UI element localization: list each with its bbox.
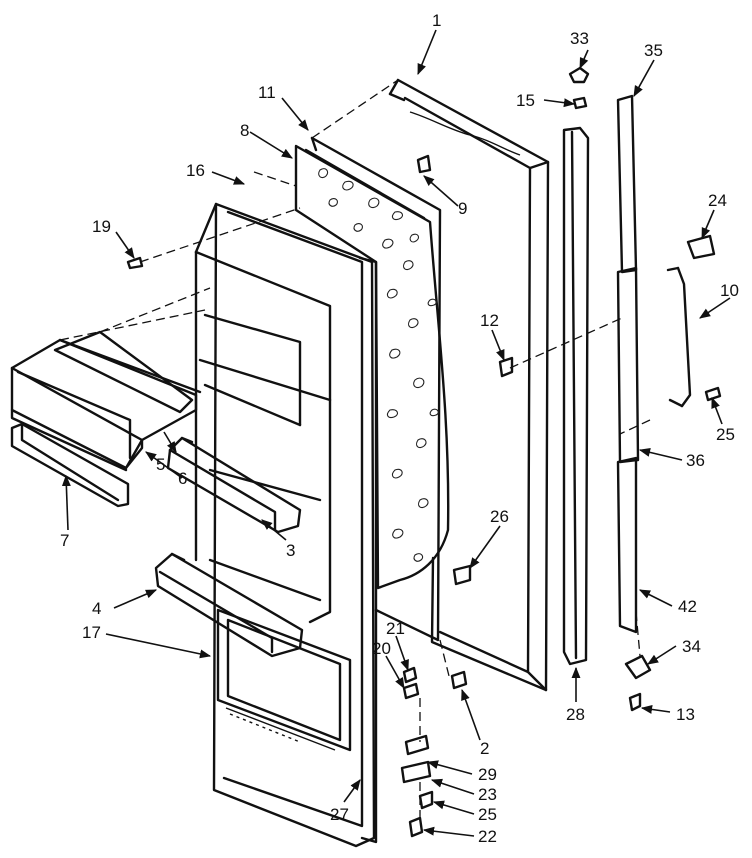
callout-28: 28	[566, 705, 585, 724]
callout-16: 16	[186, 161, 205, 180]
callout-23: 23	[478, 785, 497, 804]
inner-door-liner	[194, 202, 376, 848]
handle-trim-middle	[616, 266, 640, 464]
plug-12	[498, 356, 514, 378]
callout-10: 10	[720, 281, 739, 300]
bushing-15	[572, 96, 588, 110]
callout-15: 15	[516, 91, 535, 110]
callout-36: 36	[686, 451, 705, 470]
callout-27: 27	[330, 805, 349, 824]
dispenser-cover	[10, 338, 202, 472]
callout-6: 6	[178, 469, 187, 488]
dispenser-panel	[53, 330, 194, 414]
callout-leaders	[61, 29, 731, 837]
callout-8: 8	[240, 121, 249, 140]
callout-9: 9	[458, 199, 467, 218]
bracket-24	[686, 234, 716, 260]
screw-13	[628, 692, 642, 712]
screw-19	[126, 256, 144, 270]
handle-trim-upper	[616, 94, 638, 274]
hinge-plate-9	[416, 154, 432, 174]
callout-2: 2	[480, 739, 489, 758]
callout-19: 19	[92, 217, 111, 236]
handle-trim-lower	[616, 456, 638, 634]
callout-25-lower: 25	[478, 805, 497, 824]
hinge-parts-bottom	[400, 666, 468, 838]
callout-26: 26	[490, 507, 509, 526]
bracket-26	[452, 564, 472, 586]
callout-33: 33	[570, 29, 589, 48]
upper-door-shelf	[166, 436, 302, 534]
callout-42: 42	[678, 597, 697, 616]
door-handle	[666, 266, 692, 408]
callout-25-upper: 25	[716, 425, 735, 444]
lower-door-shelf	[154, 552, 304, 658]
callout-numbers: 1 2 3 4 5 6 7 8 9 10 11 12 13 15 16 17 1…	[60, 11, 739, 846]
callout-24: 24	[708, 191, 727, 210]
foam-insulation	[294, 144, 450, 590]
hinge-bracket-34	[624, 654, 652, 680]
callout-11: 11	[258, 83, 276, 102]
hinge-cap-33	[568, 66, 590, 84]
callout-29: 29	[478, 765, 497, 784]
handle-trim-channel	[562, 126, 590, 666]
callout-34: 34	[682, 637, 701, 656]
callout-1: 1	[432, 11, 441, 30]
callout-12: 12	[480, 311, 499, 330]
side-trim-strip	[358, 256, 378, 844]
door-liner-back	[310, 136, 442, 642]
alignment-lines	[59, 79, 651, 822]
callout-35: 35	[644, 41, 663, 60]
callout-4: 4	[92, 599, 101, 618]
callout-22: 22	[478, 827, 497, 846]
callout-3: 3	[286, 541, 295, 560]
callout-7: 7	[60, 531, 69, 550]
callout-21: 21	[386, 619, 405, 638]
dispenser-trim	[10, 422, 130, 508]
callout-5: 5	[156, 455, 165, 474]
screw-25-upper	[704, 386, 722, 402]
outer-door-panel	[388, 78, 550, 692]
callout-17: 17	[82, 623, 101, 642]
callout-20: 20	[372, 639, 391, 658]
callout-13: 13	[676, 705, 695, 724]
